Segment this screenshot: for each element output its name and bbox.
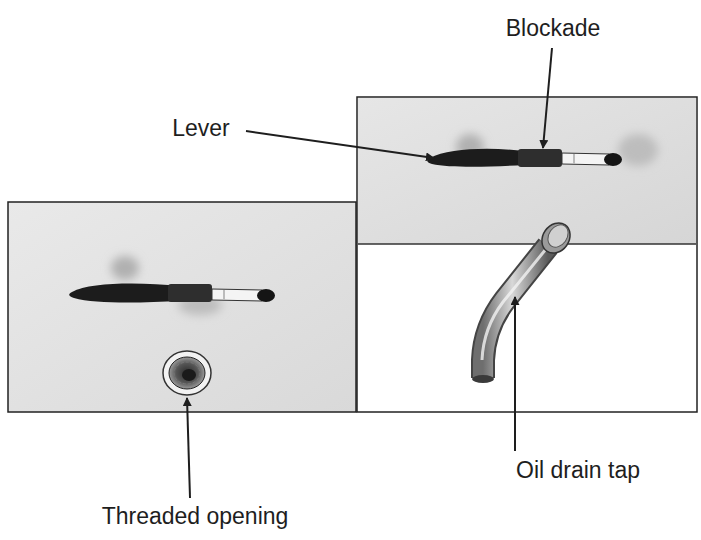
leader-arrow <box>514 297 516 451</box>
panel-frame <box>357 97 697 412</box>
lever-symbol <box>69 284 275 303</box>
shadow <box>618 134 658 166</box>
panel-wall <box>358 98 696 244</box>
right-panel <box>357 97 697 412</box>
blockade-symbol <box>518 149 562 167</box>
part-label: Blockade <box>506 15 601 41</box>
part-label: Lever <box>172 115 230 141</box>
part-label: Oil drain tap <box>516 457 640 483</box>
shadow <box>111 256 139 280</box>
blockade-symbol <box>168 284 212 302</box>
panel-wall <box>8 202 356 412</box>
leader-arrow <box>246 131 434 158</box>
leader-arrow <box>543 48 552 148</box>
oil-drain-tap-symbol <box>472 217 576 383</box>
part-label: Threaded opening <box>102 503 289 529</box>
lever-symbol <box>427 149 622 167</box>
wall-edge <box>358 243 696 245</box>
threaded-opening-symbol <box>163 351 211 395</box>
leader-arrow <box>187 398 190 498</box>
left-panel <box>8 202 356 412</box>
leader-arrows <box>187 48 552 498</box>
